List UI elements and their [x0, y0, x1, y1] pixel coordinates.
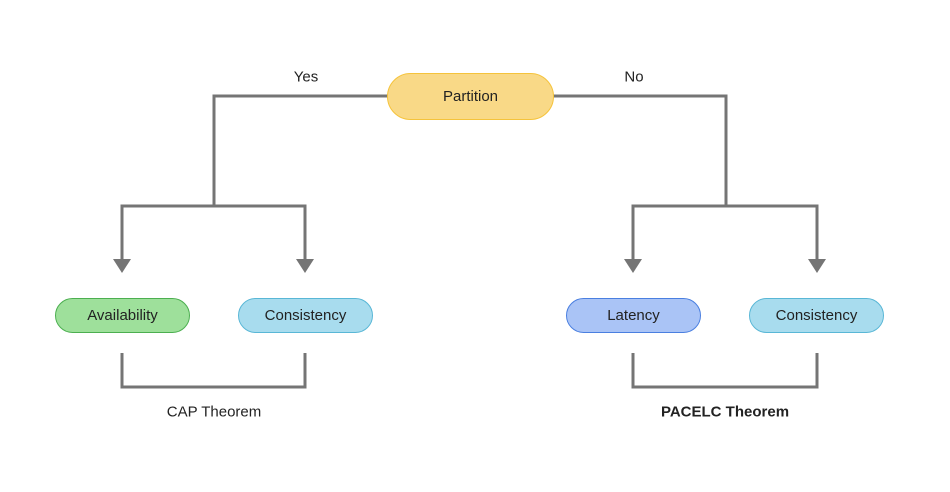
- partition-node: Partition: [387, 73, 554, 120]
- connector-left-split: [120, 204, 307, 262]
- arrow-head-pacelc-consistency: [808, 259, 826, 273]
- pacelc-consistency-label: Consistency: [775, 307, 858, 324]
- availability-label: Availability: [87, 307, 158, 324]
- pacelc-consistency-node: Consistency: [749, 298, 884, 333]
- pacelc-bracket: [631, 353, 819, 389]
- connector-right-split: [631, 204, 819, 262]
- cap-consistency-node: Consistency: [238, 298, 373, 333]
- availability-node: Availability: [55, 298, 190, 333]
- arrow-head-cap-consistency: [296, 259, 314, 273]
- latency-node: Latency: [566, 298, 701, 333]
- no-label: No: [624, 68, 644, 86]
- cap-consistency-label: Consistency: [264, 307, 347, 324]
- arrow-head-latency: [624, 259, 642, 273]
- partition-label: Partition: [442, 88, 499, 105]
- pacelc-theorem-label: PACELC Theorem: [660, 403, 790, 421]
- yes-label: Yes: [293, 68, 319, 86]
- connector-no: [553, 94, 728, 206]
- cap-bracket: [120, 353, 307, 389]
- connector-yes: [212, 94, 388, 206]
- latency-label: Latency: [607, 307, 660, 324]
- cap-theorem-label: CAP Theorem: [166, 403, 262, 421]
- arrow-head-availability: [113, 259, 131, 273]
